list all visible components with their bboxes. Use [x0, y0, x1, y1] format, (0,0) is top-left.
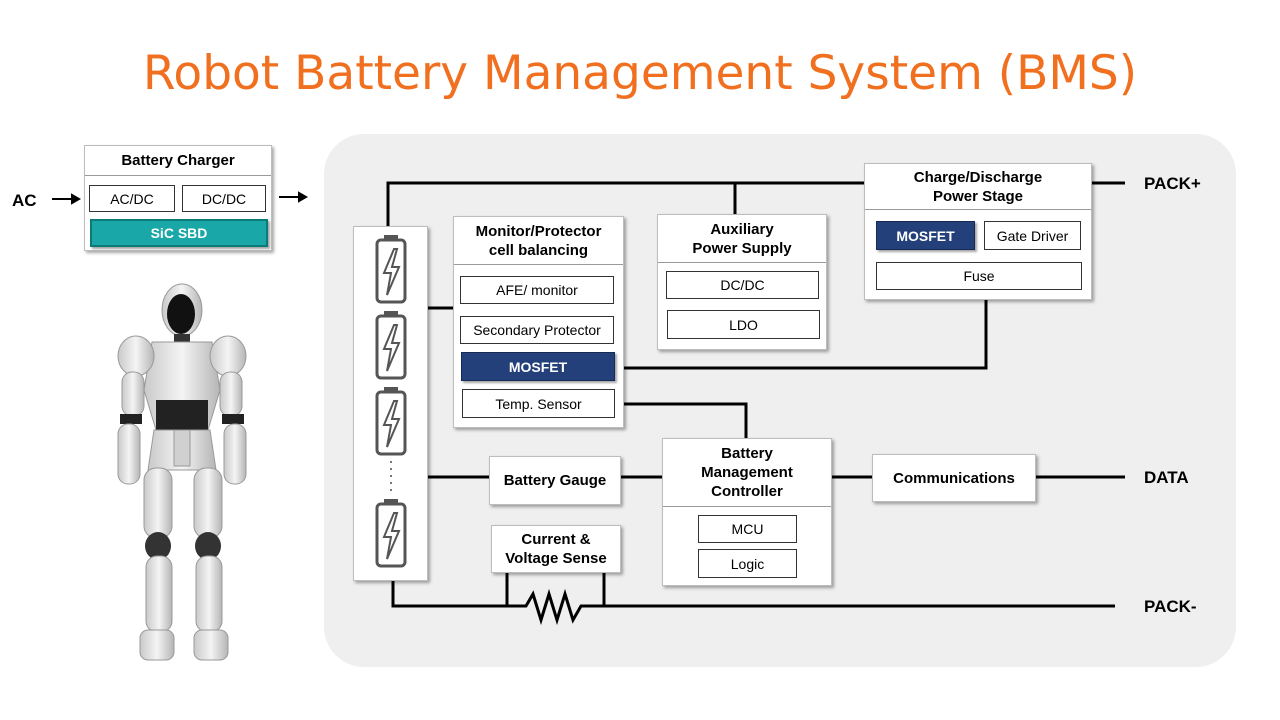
- auxiliary-power-supply-title: Auxiliary Power Supply: [658, 215, 826, 263]
- communications-block: Communications: [872, 454, 1036, 502]
- ac-label: AC: [12, 191, 37, 210]
- power-stage-block: Charge/Discharge Power Stage MOSFET Gate…: [864, 163, 1092, 300]
- mcu: MCU: [698, 515, 797, 543]
- sic-sbd: SiC SBD: [90, 219, 268, 247]
- logic: Logic: [698, 549, 797, 578]
- data-label: DATA: [1144, 468, 1189, 487]
- power-stage-title: Charge/Discharge Power Stage: [865, 164, 1091, 210]
- afe-monitor: AFE/ monitor: [460, 276, 614, 304]
- lightning-icon: [382, 512, 401, 560]
- current-voltage-sense-block: Current & Voltage Sense: [491, 525, 621, 573]
- battery-management-controller-block: Battery Management Controller MCU Logic: [662, 438, 832, 586]
- pack-minus-label: PACK-: [1144, 597, 1197, 616]
- robot-figure: [117, 283, 247, 661]
- charger-acdc: AC/DC: [89, 185, 175, 212]
- charger-dcdc: DC/DC: [182, 185, 266, 212]
- auxiliary-power-supply-block: Auxiliary Power Supply DC/DC LDO: [657, 214, 827, 350]
- battery-cell-icon: [375, 499, 407, 568]
- gate-driver: Gate Driver: [984, 221, 1081, 250]
- battery-cell-icon: [375, 387, 407, 456]
- battery-gauge-block: Battery Gauge: [489, 456, 621, 505]
- monitor-protector-title: Monitor/Protector cell balancing: [454, 217, 623, 265]
- resistor-icon: [518, 588, 590, 626]
- temp-sensor: Temp. Sensor: [462, 389, 615, 418]
- battery-cell-icon: [375, 311, 407, 380]
- secondary-protector: Secondary Protector: [460, 316, 614, 344]
- monitor-mosfet: MOSFET: [461, 352, 615, 381]
- lightning-icon: [382, 248, 401, 296]
- battery-cell-icon: [375, 235, 407, 304]
- lightning-icon: [382, 324, 401, 372]
- battery-cells: [375, 235, 407, 568]
- lightning-icon: [382, 400, 401, 448]
- power-stage-mosfet: MOSFET: [876, 221, 975, 250]
- battery-charger-block: Battery Charger AC/DC DC/DC SiC SBD: [84, 145, 272, 251]
- fuse: Fuse: [876, 262, 1082, 290]
- page-title: Robot Battery Management System (BMS): [142, 46, 1138, 101]
- battery-management-controller-title: Battery Management Controller: [663, 439, 831, 507]
- aux-ldo: LDO: [667, 310, 820, 339]
- pack-plus-label: PACK+: [1144, 174, 1201, 193]
- aux-dcdc: DC/DC: [666, 271, 819, 299]
- monitor-protector-block: Monitor/Protector cell balancing AFE/ mo…: [453, 216, 624, 428]
- battery-charger-title: Battery Charger: [85, 146, 271, 176]
- battery-stack: [353, 226, 428, 581]
